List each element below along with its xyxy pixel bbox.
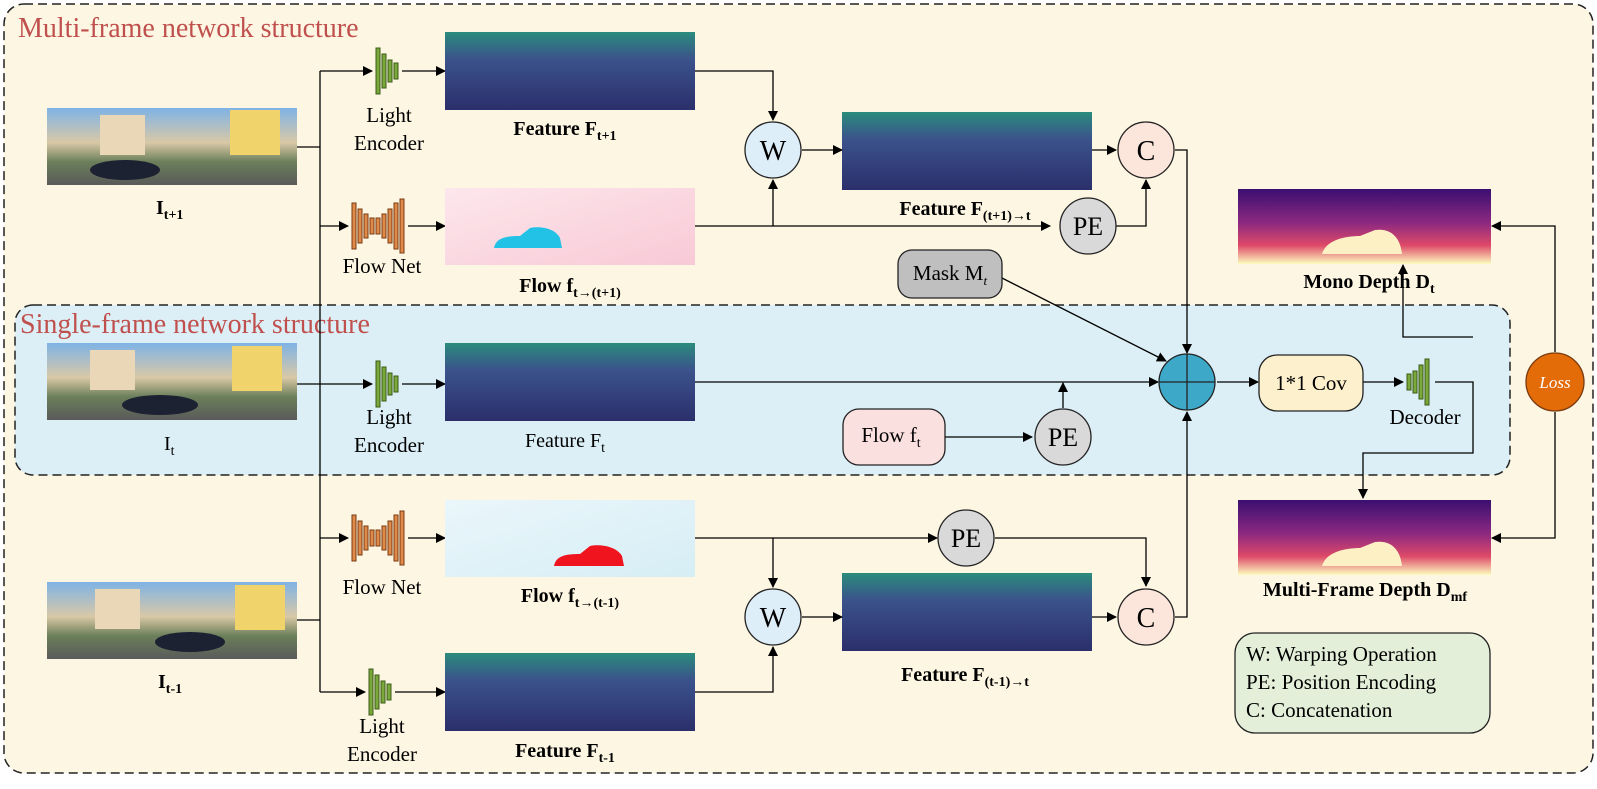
single-frame-title: Single-frame network structure [20, 309, 370, 340]
feature-map-next [445, 32, 695, 110]
legend-concat: C: Concatenation [1246, 698, 1393, 722]
label-light-encoder-cur: Encoder [354, 433, 424, 457]
label-feature-warped-prev: Feature F(t-1)→t [901, 664, 1029, 690]
label-feature-warped-next: Feature F(t+1)→t [899, 198, 1030, 224]
conv-box [1258, 354, 1364, 412]
connector [995, 537, 1151, 587]
connector [1491, 412, 1556, 543]
decoder-icon [1406, 358, 1430, 406]
connector [1491, 221, 1556, 352]
pe-node-cur-label: PE [1048, 423, 1078, 452]
mask-label: Mask Mt [913, 261, 988, 288]
warp-node-next-label: W [760, 136, 787, 167]
arrow [1001, 277, 1167, 362]
connector [695, 70, 778, 121]
decoder-label: Decoder [1389, 405, 1460, 429]
connector [695, 646, 778, 693]
pe-node-prev [937, 509, 995, 567]
connector [1358, 381, 1474, 499]
concat-node-prev-label: C [1137, 603, 1156, 634]
flow-map-prev [445, 500, 695, 577]
flow-cur-box [842, 408, 946, 466]
label-light-encoder-cur: Light [366, 405, 412, 429]
label-input-prev: It-1 [158, 671, 182, 697]
warp-node-prev [744, 588, 802, 646]
pe-node-cur [1034, 408, 1092, 466]
feature-map-cur [445, 343, 695, 421]
warp-node-next [744, 121, 802, 179]
label-flow-next: Flow ft→(t+1) [519, 275, 621, 301]
concat-node-prev [1117, 588, 1175, 646]
flow-cur-label: Flow ft [861, 423, 920, 451]
concat-node-next [1117, 121, 1175, 179]
label-feature-prev: Feature Ft-1 [515, 740, 615, 766]
feature-map-warped-prev [842, 573, 1092, 651]
legend-warp: W: Warping Operation [1246, 642, 1437, 666]
conv-label: 1*1 Cov [1275, 371, 1347, 395]
flow-net-next-icon [351, 198, 405, 254]
pe-node-next [1059, 197, 1117, 255]
label-flow-net-next: Flow Net [343, 254, 422, 278]
mask-box [897, 249, 1003, 299]
pe-node-next-label: PE [1073, 212, 1103, 241]
light-encoder-next-icon [375, 47, 399, 95]
flow-map-next [445, 188, 695, 265]
label-depth-multi: Multi-Frame Depth Dmf [1263, 579, 1467, 605]
multi-frame-title: Multi-frame network structure [18, 13, 359, 44]
label-depth-mono: Mono Depth Dt [1303, 271, 1435, 297]
label-input-next: It+1 [156, 197, 183, 223]
label-light-encoder-prev: Light [359, 714, 405, 738]
warp-node-prev-label: W [760, 603, 787, 634]
depth-map-mono [1238, 189, 1491, 264]
feature-map-warped-next [842, 112, 1092, 190]
label-light-encoder-prev: Encoder [347, 742, 417, 766]
concat-node-next-label: C [1137, 136, 1156, 167]
label-flow-prev: Flow ft→(t-1) [521, 585, 620, 611]
feature-map-prev [445, 653, 695, 731]
connector [1111, 179, 1151, 227]
light-encoder-cur-icon [375, 360, 399, 408]
label-light-encoder-next: Encoder [354, 131, 424, 155]
flow-net-prev-icon [351, 510, 405, 566]
loss-label: Loss [1538, 373, 1571, 392]
connector [1175, 149, 1192, 354]
input-image-cur [47, 343, 297, 420]
single-frame-panel [14, 304, 1511, 476]
connector [1175, 411, 1192, 618]
label-feature-next: Feature Ft+1 [513, 118, 616, 144]
connector [1398, 264, 1473, 338]
light-encoder-prev-icon [368, 668, 392, 716]
fusion-node [1158, 353, 1216, 411]
label-flow-net-prev: Flow Net [343, 575, 422, 599]
label-feature-cur: Feature Ft [525, 430, 605, 456]
input-image-next [47, 108, 297, 185]
loss-node [1525, 352, 1585, 412]
depth-map-multi [1238, 500, 1491, 575]
legend-pe: PE: Position Encoding [1246, 670, 1437, 694]
pe-node-prev-label: PE [951, 524, 981, 553]
legend-box [1234, 632, 1491, 734]
input-image-prev [47, 582, 297, 659]
label-light-encoder-next: Light [366, 103, 412, 127]
label-input-cur: It [164, 433, 175, 459]
